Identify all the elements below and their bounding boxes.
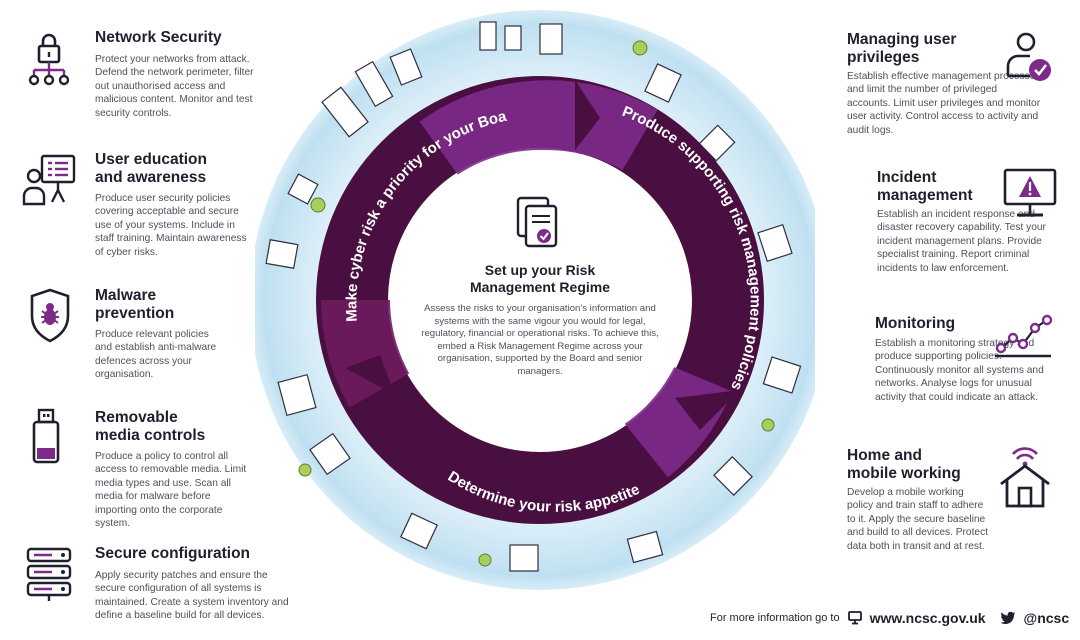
arrow-head-top (575, 80, 600, 150)
section-text: Establish effective management processes… (847, 71, 1041, 136)
section-title: Removable media controls (95, 409, 206, 444)
section-home-mobile-working: Home and mobile working Develop a mobile… (845, 444, 1075, 564)
section-text: Develop a mobile working policy and trai… (847, 487, 989, 552)
section-title: Home and mobile working (847, 447, 961, 482)
section-title: Malware prevention (95, 287, 175, 322)
section-text: Produce relevant policies and establish … (95, 329, 217, 381)
footer: For more information go to www.ncsc.gov.… (710, 608, 1069, 628)
arrow-head-right (675, 390, 740, 430)
section-incident-management: Incident management Establish an inciden… (875, 166, 1075, 296)
ncsc-twitter-handle[interactable]: @ncsc (1023, 610, 1070, 626)
section-title: User education and awareness (95, 151, 207, 186)
section-text: Produce user security policies covering … (95, 193, 247, 258)
section-title: Incident management (877, 169, 973, 204)
section-text: Establish a monitoring strategy and prod… (875, 338, 1044, 403)
twitter-bird-icon (1000, 611, 1016, 625)
monitor-icon (847, 611, 862, 625)
warning-monitor-icon (1001, 166, 1061, 226)
inner-circle (390, 150, 690, 450)
section-managing-user-privileges: Managing user privileges Establish effec… (845, 28, 1075, 148)
user-education-icon (20, 150, 80, 210)
section-title: Secure configuration (95, 545, 251, 562)
home-wifi-icon (995, 444, 1055, 508)
section-secure-configuration: Secure configuration Apply security patc… (20, 542, 300, 632)
section-text: Protect your networks from attack. Defen… (95, 54, 254, 119)
section-malware-prevention: Malware prevention Produce relevant poli… (20, 284, 300, 394)
ncsc-website-link[interactable]: www.ncsc.gov.uk (869, 610, 986, 626)
documents-check-icon (516, 196, 558, 248)
section-title: Monitoring (875, 315, 956, 332)
line-graph-icon (993, 312, 1053, 372)
user-check-icon (1000, 28, 1060, 88)
arrow-head-bottom (345, 355, 395, 395)
footer-text: For more information go to (710, 612, 840, 624)
center-title: Set up your Risk Management Regime (469, 262, 611, 295)
section-user-education: User education and awareness Produce use… (20, 148, 300, 268)
section-text: Establish an incident response and disas… (877, 209, 1046, 274)
tree-decorations (298, 40, 775, 567)
cityscape-ring (265, 21, 802, 572)
section-title: Network Security (95, 29, 222, 46)
network-lock-icon (20, 28, 80, 88)
malware-shield-icon (20, 286, 80, 346)
section-text: Produce a policy to control all access t… (95, 451, 247, 530)
section-title: Managing user privileges (847, 31, 957, 66)
risk-wheel: Make cyber risk a priority for your Boar… (255, 0, 815, 590)
section-network-security: Network Security Protect your networks f… (20, 26, 300, 126)
section-removable-media: Removable media controls Produce a polic… (20, 406, 300, 529)
section-text: Apply security patches and ensure the se… (95, 570, 289, 622)
server-stack-icon (20, 544, 80, 604)
section-monitoring: Monitoring Establish a monitoring strate… (873, 312, 1075, 424)
center-text: Assess the risks to your organisation's … (421, 303, 659, 377)
usb-stick-icon (20, 408, 80, 468)
